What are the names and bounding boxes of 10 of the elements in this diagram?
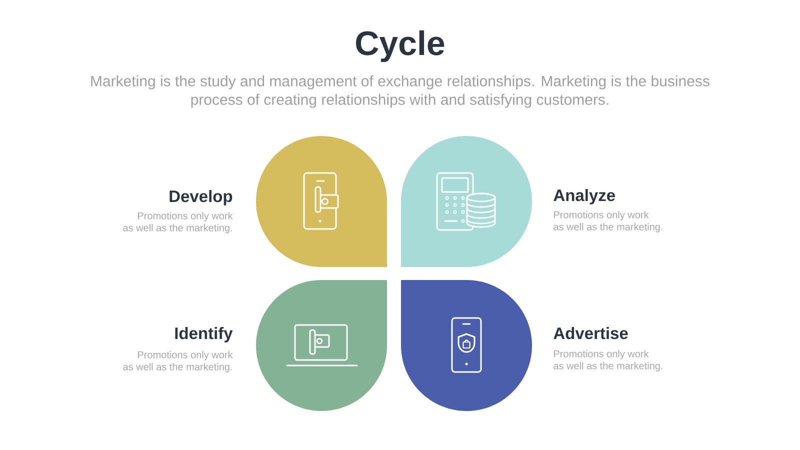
heading: Develop — [170, 190, 232, 206]
description: Promotions only work as well as the marketing. — [123, 351, 233, 372]
heading: Advertise — [554, 327, 628, 340]
description: Promotions only work as well as the marketing. — [554, 350, 662, 372]
description: Promotions only work as well as the marketing. — [554, 211, 662, 232]
description: Promotions only work as well as the marketing. — [123, 212, 233, 234]
subtitle: Marketing is the study and management of exchange relationships. Marketing is the business process of creating relationships with and satisfying customers. — [91, 75, 710, 108]
heading: Analyze — [554, 189, 615, 204]
heading: Identify — [175, 327, 233, 342]
title: Cycle — [356, 30, 444, 62]
